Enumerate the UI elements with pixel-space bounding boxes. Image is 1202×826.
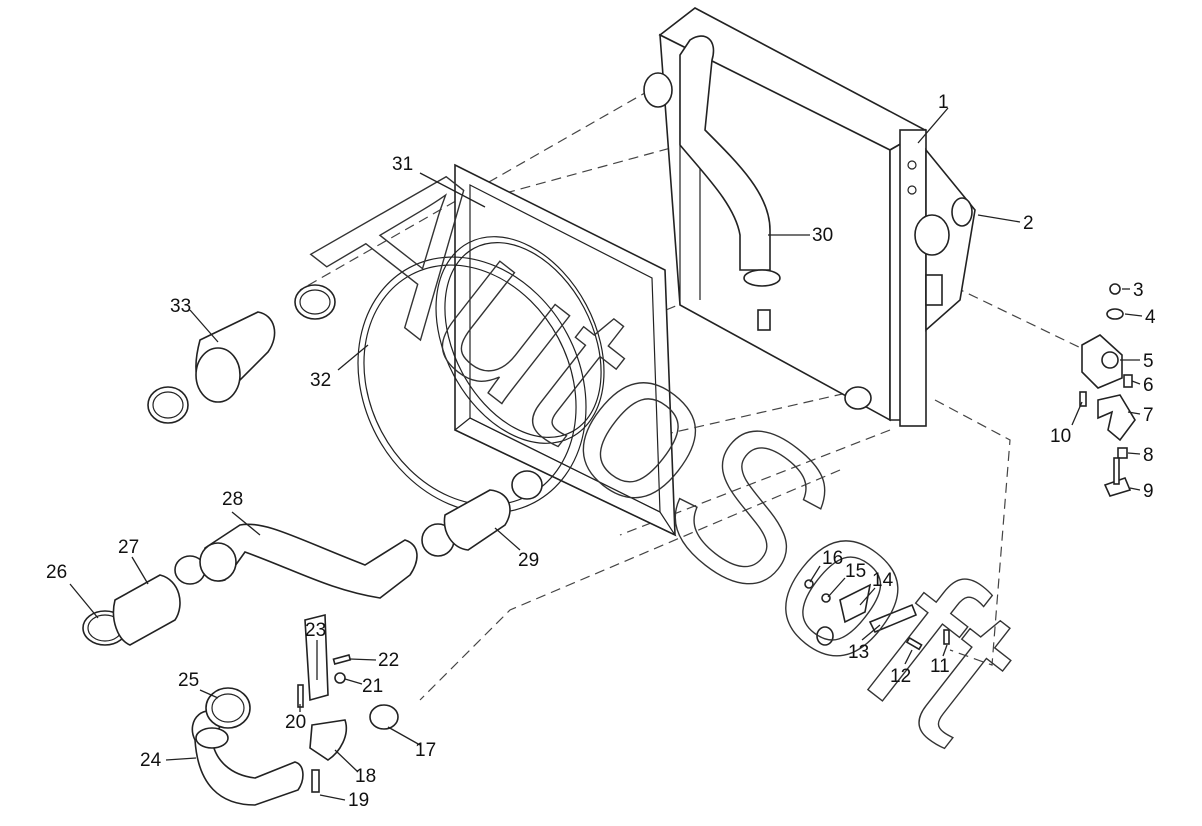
callout-19: 19 bbox=[348, 790, 369, 811]
bent-pipe bbox=[191, 687, 304, 806]
callout-12: 12 bbox=[890, 666, 911, 687]
callout-18: 18 bbox=[355, 766, 376, 787]
upper-hose bbox=[679, 35, 781, 287]
callout-labels: 1 2 3 4 5 6 7 8 9 10 11 12 13 14 15 16 1… bbox=[46, 92, 1156, 811]
callout-32: 32 bbox=[310, 370, 331, 391]
callout-33: 33 bbox=[170, 296, 191, 317]
callout-28: 28 bbox=[222, 489, 243, 510]
callout-29: 29 bbox=[518, 550, 539, 571]
callout-30: 30 bbox=[812, 225, 833, 246]
callout-24: 24 bbox=[140, 750, 162, 771]
fan-shroud-frame bbox=[453, 163, 677, 537]
callout-20: 20 bbox=[285, 712, 306, 733]
callout-leaders bbox=[69, 107, 1143, 801]
callout-1: 1 bbox=[938, 92, 949, 113]
callout-26: 26 bbox=[46, 562, 67, 583]
callout-5: 5 bbox=[1143, 351, 1154, 372]
callout-2: 2 bbox=[1023, 213, 1034, 234]
callout-23: 23 bbox=[305, 620, 326, 641]
radiator-assembly bbox=[643, 7, 927, 427]
callout-27: 27 bbox=[118, 537, 139, 558]
callout-8: 8 bbox=[1143, 445, 1154, 466]
callout-15: 15 bbox=[845, 561, 866, 582]
callout-17: 17 bbox=[415, 740, 436, 761]
reducer-hose bbox=[147, 284, 336, 424]
callout-13: 13 bbox=[848, 642, 869, 663]
side-tank-outlet bbox=[914, 147, 976, 332]
callout-16: 16 bbox=[822, 548, 843, 569]
callout-25: 25 bbox=[178, 670, 199, 691]
callout-31: 31 bbox=[392, 154, 413, 175]
callout-14: 14 bbox=[872, 570, 894, 591]
callout-9: 9 bbox=[1143, 481, 1154, 502]
callout-11: 11 bbox=[930, 656, 950, 677]
callout-10: 10 bbox=[1050, 426, 1071, 447]
lower-hose-set bbox=[82, 470, 543, 646]
callout-4: 4 bbox=[1145, 307, 1156, 328]
callout-22: 22 bbox=[378, 650, 399, 671]
callout-6: 6 bbox=[1143, 375, 1154, 396]
callout-21: 21 bbox=[362, 676, 383, 697]
callout-7: 7 bbox=[1143, 405, 1154, 426]
mounting-hardware bbox=[297, 283, 1136, 793]
callout-3: 3 bbox=[1133, 280, 1144, 301]
